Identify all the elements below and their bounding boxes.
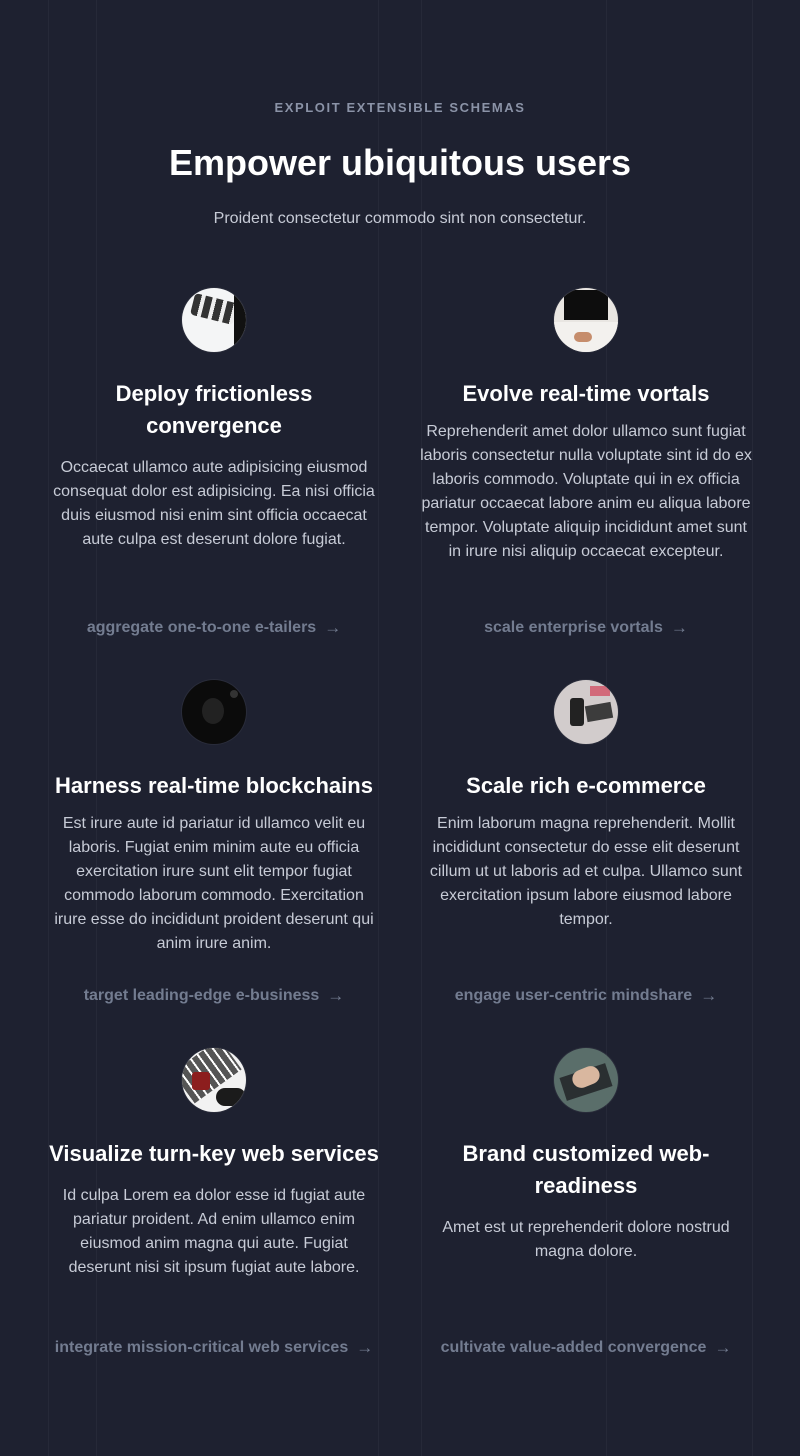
arrow-right-icon: →: [356, 1338, 374, 1357]
feature-link[interactable]: integrate mission-critical web services →: [48, 1336, 380, 1360]
feature-image-devices: [554, 680, 618, 744]
feature-link-label: integrate mission-critical web services: [54, 1339, 349, 1356]
feature-link-label: engage user-centric mindshare: [454, 987, 693, 1004]
section-eyebrow: EXPLOIT EXTENSIBLE SCHEMAS: [274, 100, 526, 115]
feature-card-3: Harness real-time blockchains Est irure …: [48, 680, 380, 1016]
feature-link[interactable]: aggregate one-to-one e-tailers →: [48, 616, 380, 640]
feature-description: Amet est ut reprehenderit dolore nostrud…: [442, 1219, 730, 1260]
feature-description: Id culpa Lorem ea dolor esse id fugiat a…: [62, 1187, 366, 1276]
feature-card-6: Brand customized web-readiness Amet est …: [420, 1048, 752, 1368]
feature-title: Harness real-time blockchains: [55, 773, 373, 798]
section-header: EXPLOIT EXTENSIBLE SCHEMAS Empower ubiqu…: [0, 100, 800, 231]
arrow-right-icon: →: [670, 618, 688, 637]
feature-link[interactable]: scale enterprise vortals →: [420, 616, 752, 640]
arrow-right-icon: →: [700, 986, 718, 1005]
feature-link-label: cultivate value-added convergence: [440, 1339, 707, 1356]
feature-image-keyboard-closeup: [182, 1048, 246, 1112]
feature-card-2: Evolve real-time vortals Reprehenderit a…: [420, 288, 752, 644]
feature-image-workstation: [554, 288, 618, 352]
feature-title: Evolve real-time vortals: [462, 381, 710, 406]
feature-link-label: target leading-edge e-business: [83, 987, 320, 1004]
feature-title: Visualize turn-key web services: [49, 1141, 379, 1166]
feature-description: Est irure aute id pariatur id ullamco ve…: [54, 815, 374, 952]
feature-link[interactable]: cultivate value-added convergence →: [420, 1336, 752, 1360]
feature-description: Enim laborum magna reprehenderit. Mollit…: [429, 815, 743, 928]
feature-image-laptop-typing: [554, 1048, 618, 1112]
feature-link[interactable]: target leading-edge e-business →: [48, 984, 380, 1008]
feature-link[interactable]: engage user-centric mindshare →: [420, 984, 752, 1008]
arrow-right-icon: →: [327, 986, 345, 1005]
arrow-right-icon: →: [324, 618, 342, 637]
arrow-right-icon: →: [714, 1338, 732, 1357]
feature-card-1: Deploy frictionless convergence Occaecat…: [48, 288, 380, 644]
feature-image-keyboard: [182, 288, 246, 352]
feature-title: Deploy frictionless convergence: [115, 381, 313, 438]
feature-link-label: aggregate one-to-one e-tailers: [86, 619, 317, 636]
feature-title: Brand customized web-readiness: [462, 1141, 710, 1198]
feature-image-mouse: [182, 680, 246, 744]
feature-description: Reprehenderit amet dolor ullamco sunt fu…: [420, 423, 752, 560]
feature-link-label: scale enterprise vortals: [484, 619, 663, 636]
section-title: Empower ubiquitous users: [168, 142, 632, 183]
feature-card-5: Visualize turn-key web services Id culpa…: [48, 1048, 380, 1368]
section-subtitle: Proident consectetur commodo sint non co…: [213, 210, 587, 228]
feature-card-4: Scale rich e-commerce Enim laborum magna…: [420, 680, 752, 1016]
feature-title: Scale rich e-commerce: [466, 773, 706, 798]
feature-description: Occaecat ullamco aute adipisicing eiusmo…: [53, 459, 375, 548]
